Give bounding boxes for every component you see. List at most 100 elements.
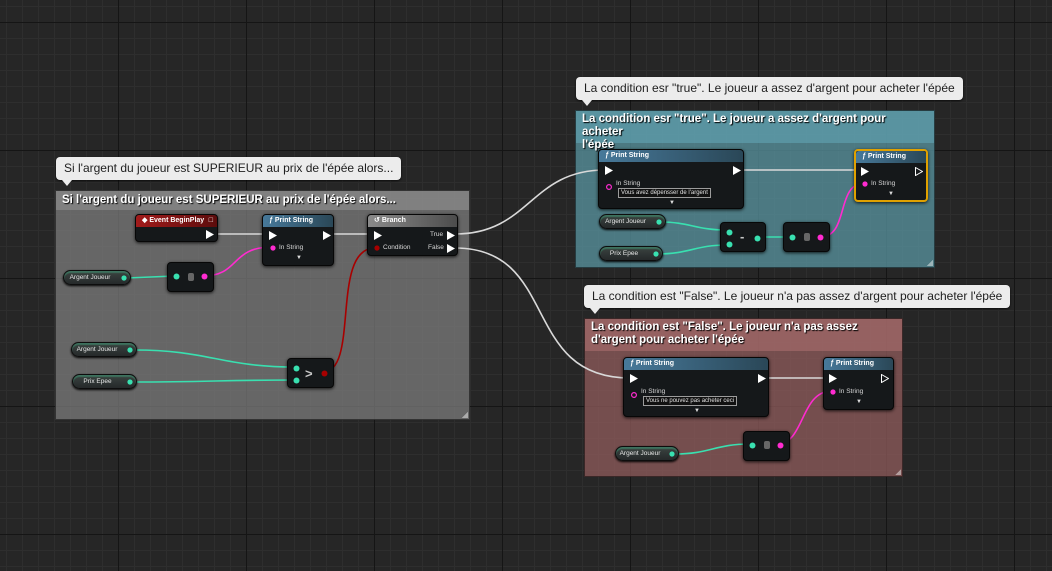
exec-in-pin-icon[interactable] [605, 166, 613, 175]
comment-bubble-main-text: Si l'argent du joueur est SUPERIEUR au p… [64, 161, 394, 175]
exec-out-pin-icon[interactable] [733, 166, 741, 175]
float-pin-icon[interactable] [653, 251, 659, 257]
conversion-node-false[interactable] [743, 431, 790, 461]
exec-out-pin-icon[interactable] [881, 374, 889, 383]
branch-node[interactable]: ↺ Branch True Condition False [367, 214, 458, 256]
print-string-title: Print String [835, 360, 874, 367]
exec-in-pin-icon[interactable] [269, 231, 277, 240]
comment-bubble-true[interactable]: La condition esr "true". Le joueur a ass… [576, 77, 963, 106]
condition-label: Condition [383, 244, 411, 251]
float-wire [133, 379, 297, 383]
string-pin-icon[interactable] [817, 234, 824, 241]
argent-joueur-label: Argent Joueur [76, 346, 118, 353]
comment-bubble-false[interactable]: La condition est "False". Le joueur n'a … [584, 285, 1011, 314]
minus-symbol: - [740, 229, 745, 244]
string-pin-icon[interactable] [862, 181, 868, 187]
print-string-node-true-2[interactable]: ƒ Print String In String ▼ [854, 149, 928, 202]
expand-chevron-icon[interactable]: ▼ [296, 255, 302, 261]
bool-pin-icon[interactable] [374, 245, 380, 251]
exec-out-pin-icon[interactable] [206, 230, 214, 239]
resize-grip[interactable] [895, 469, 901, 475]
bool-wire [322, 247, 376, 373]
event-icon: ◆ [142, 217, 148, 224]
in-string-label: In String [871, 180, 896, 187]
float-pin-icon[interactable] [127, 347, 133, 353]
float-wire [674, 443, 751, 455]
resize-grip[interactable] [927, 260, 933, 266]
exec-in-pin-icon[interactable] [861, 167, 869, 176]
print-string-node-false-1[interactable]: ƒ Print String In String Vous ne pouvez … [623, 357, 769, 417]
bool-pin-icon[interactable] [321, 370, 328, 377]
branch-icon: ↺ [374, 217, 380, 224]
exec-in-pin-icon[interactable] [374, 231, 382, 240]
exec-in-pin-icon[interactable] [829, 374, 837, 383]
string-pin-icon[interactable] [270, 245, 276, 251]
exec-out-pin-icon[interactable] [915, 167, 923, 176]
string-pin-icon[interactable] [631, 392, 637, 398]
print-string-header: ƒ Print String [599, 150, 743, 162]
float-pin-icon[interactable] [726, 241, 733, 248]
bubble-tail [582, 100, 592, 106]
comment-title-main: Si l'argent du joueur est SUPERIEUR au p… [56, 191, 469, 210]
true-label: True [430, 231, 444, 238]
prix-epee-var[interactable]: Prix Epee [72, 374, 137, 389]
float-pin-icon[interactable] [173, 273, 180, 280]
comment-bubble-main[interactable]: Si l'argent du joueur est SUPERIEUR au p… [56, 157, 402, 186]
argent-joueur-label: Argent Joueur [619, 450, 661, 457]
print-string-node-main[interactable]: ƒ Print String In String ▼ [262, 214, 334, 266]
argent-joueur-label: Argent Joueur [69, 274, 111, 281]
expand-chevron-icon[interactable]: ▼ [694, 408, 700, 414]
prix-epee-var[interactable]: Prix Epee [599, 246, 663, 261]
print-string-title: Print String [274, 217, 313, 224]
convert-dot-icon [804, 233, 810, 241]
delegate-pin-icon[interactable]: □ [208, 217, 213, 224]
float-pin-icon[interactable] [293, 365, 300, 372]
float-pin-icon[interactable] [726, 229, 733, 236]
in-string-label: In String [616, 180, 641, 187]
argent-joueur-var[interactable]: Argent Joueur [599, 214, 666, 229]
float-pin-icon[interactable] [127, 379, 133, 385]
exec-in-pin-icon[interactable] [630, 374, 638, 383]
string-pin-icon[interactable] [777, 442, 784, 449]
in-string-label: In String [279, 244, 304, 251]
comment-bubble-false-text: La condition est "False". Le joueur n'a … [592, 289, 1003, 303]
expand-chevron-icon[interactable]: ▼ [888, 191, 894, 197]
string-pin-icon[interactable] [201, 273, 208, 280]
argent-joueur-var[interactable]: Argent Joueur [63, 270, 131, 285]
exec-true-pin-icon[interactable] [447, 231, 455, 240]
string-pin-icon[interactable] [830, 389, 836, 395]
print-string-node-true-1[interactable]: ƒ Print String In String Vous avez dépen… [598, 149, 744, 209]
conversion-node-true[interactable] [783, 222, 830, 252]
argent-joueur-var[interactable]: Argent Joueur [71, 342, 137, 357]
comment-title-true-line1: La condition esr "true". Le joueur a ass… [582, 113, 886, 138]
expand-chevron-icon[interactable]: ▼ [856, 399, 862, 405]
resize-grip[interactable] [462, 412, 468, 418]
float-pin-icon[interactable] [121, 275, 127, 281]
event-beginplay-node[interactable]: ◆ Event BeginPlay □ [135, 214, 218, 242]
string-pin-icon[interactable] [606, 184, 612, 190]
float-pin-icon[interactable] [293, 377, 300, 384]
in-string-value[interactable]: Vous avez dépensser de l'argent [618, 188, 711, 198]
convert-dot-icon [188, 273, 194, 281]
argent-joueur-var[interactable]: Argent Joueur [615, 446, 679, 461]
print-string-node-false-2[interactable]: ƒ Print String In String ▼ [823, 357, 894, 410]
print-string-title: Print String [635, 360, 674, 367]
exec-false-pin-icon[interactable] [447, 244, 455, 253]
float-wire [133, 349, 297, 368]
exec-out-pin-icon[interactable] [323, 231, 331, 240]
subtract-node[interactable]: - [720, 222, 766, 252]
greater-than-node[interactable]: > [287, 358, 334, 388]
float-pin-icon[interactable] [754, 235, 761, 242]
float-pin-icon[interactable] [789, 234, 796, 241]
event-beginplay-header: ◆ Event BeginPlay □ [136, 215, 217, 227]
float-pin-icon[interactable] [749, 442, 756, 449]
float-pin-icon[interactable] [656, 219, 662, 225]
branch-header: ↺ Branch [368, 215, 457, 227]
conversion-node-main[interactable] [167, 262, 214, 292]
in-string-value[interactable]: Vous ne pouvez pas acheter ceci [643, 396, 738, 406]
expand-chevron-icon[interactable]: ▼ [669, 200, 675, 206]
print-string-header: ƒ Print String [824, 358, 893, 370]
false-label: False [428, 244, 444, 251]
float-pin-icon[interactable] [669, 451, 675, 457]
exec-out-pin-icon[interactable] [758, 374, 766, 383]
